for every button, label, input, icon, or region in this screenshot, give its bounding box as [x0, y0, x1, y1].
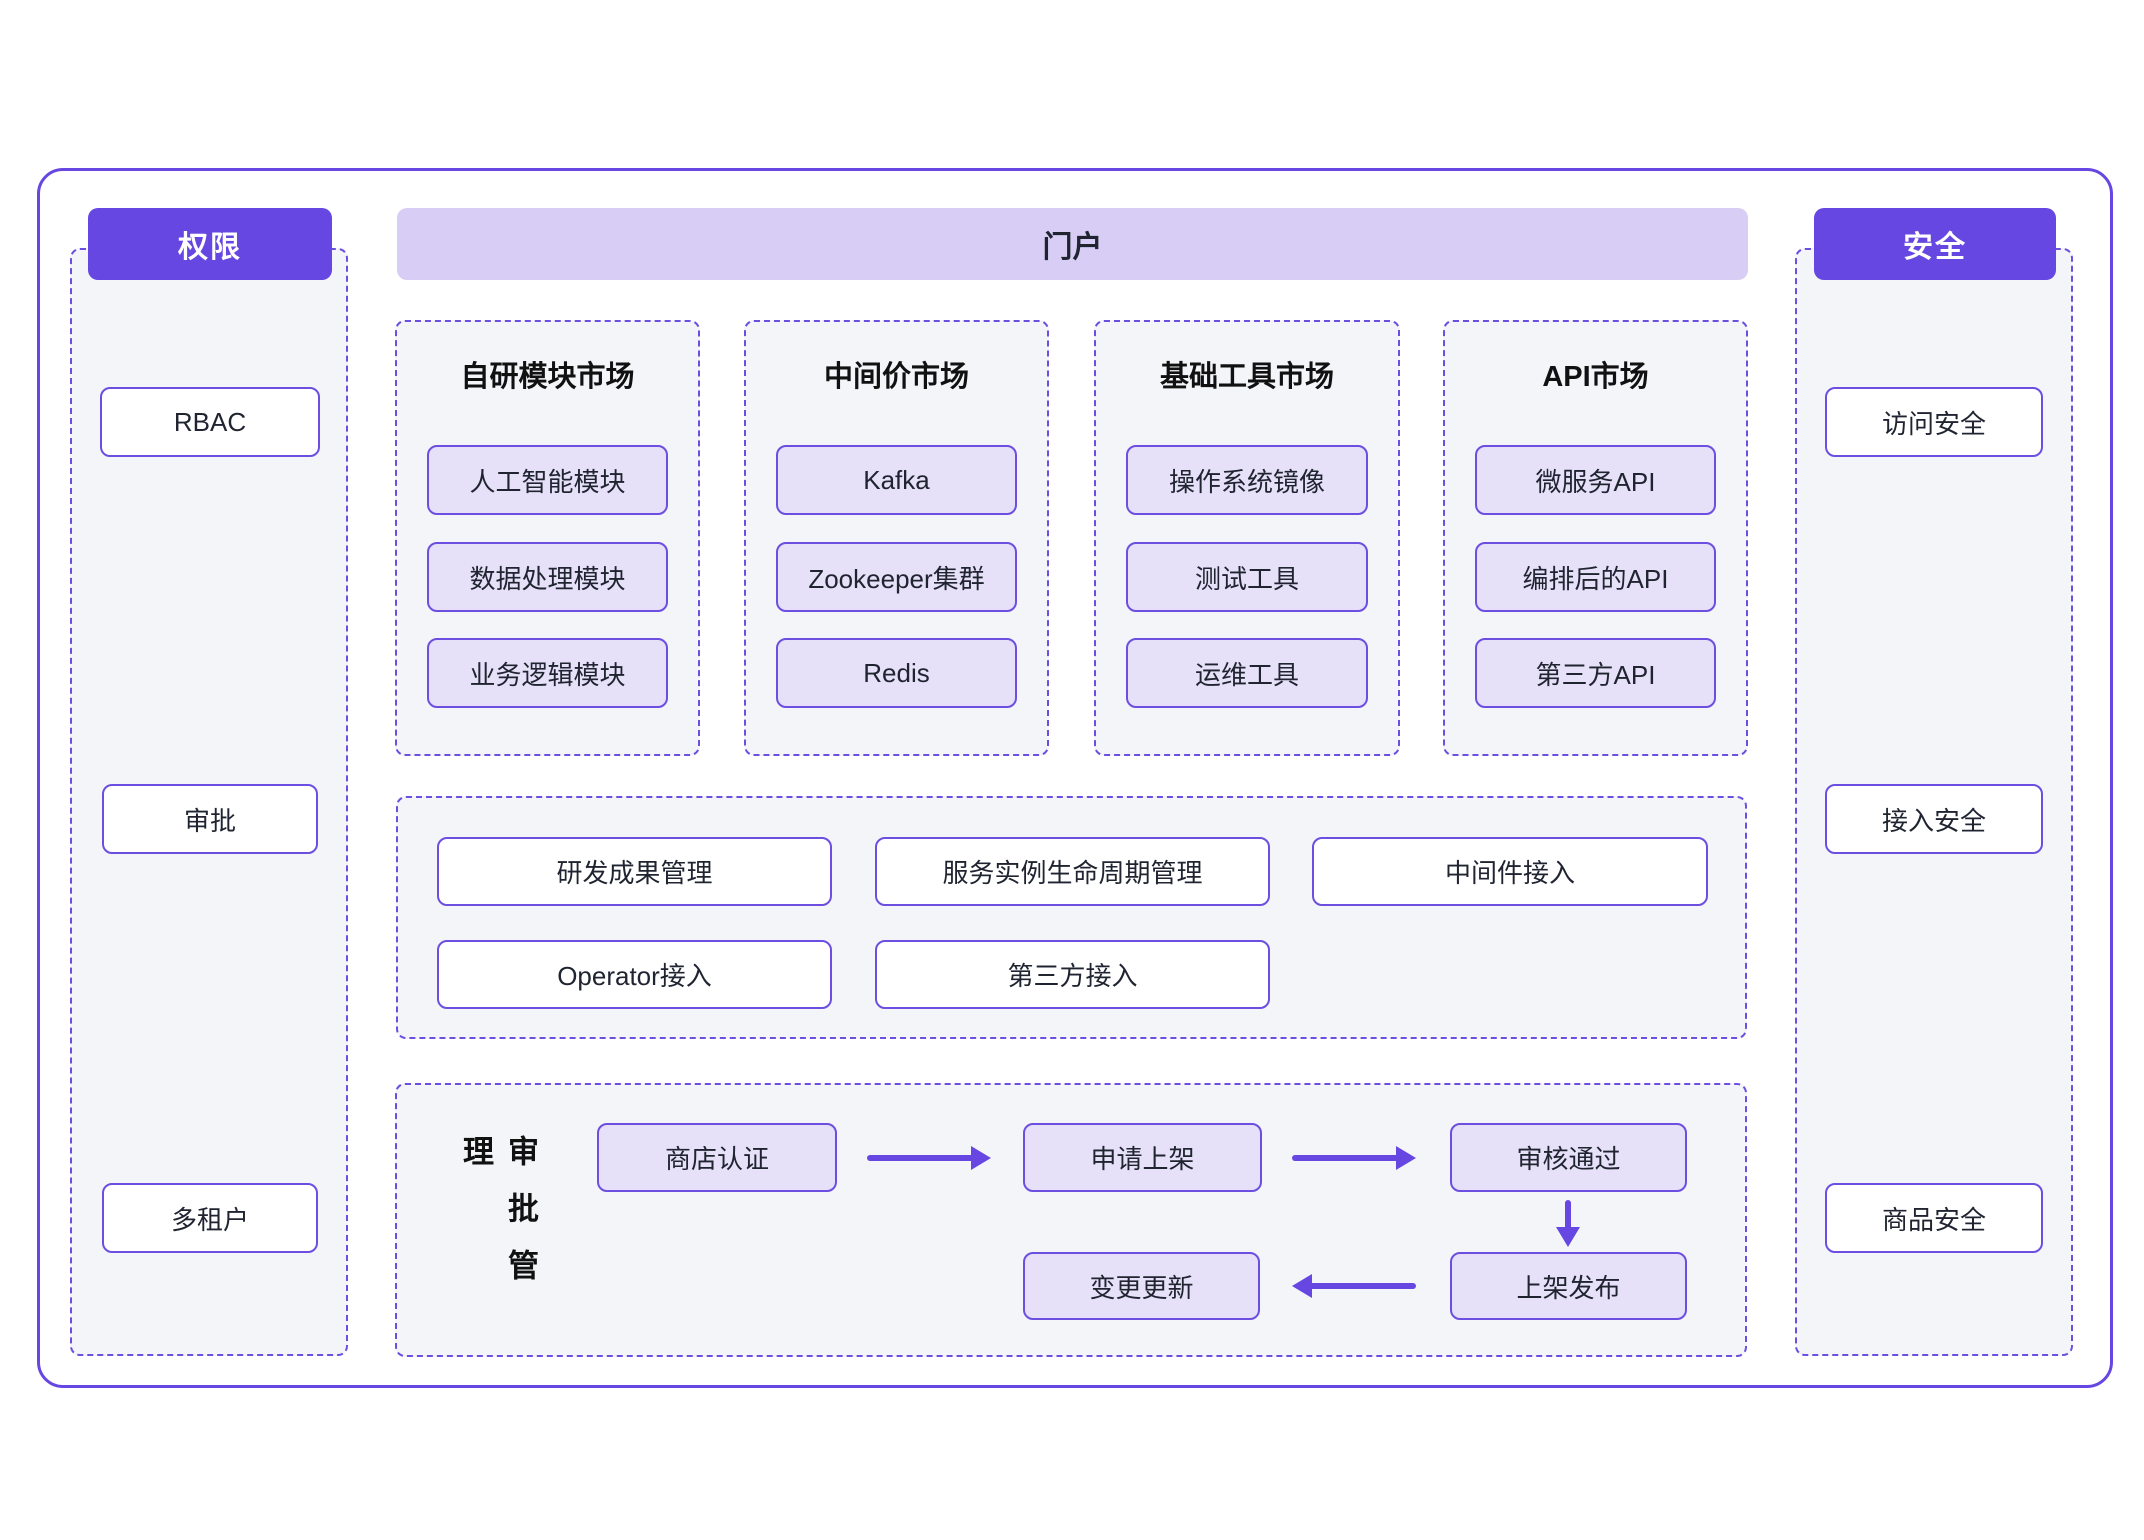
approval-node: 审批 [102, 784, 318, 854]
test-tools-label: 测试工具 [1194, 563, 1299, 594]
market-basic-tools-title: 基础工具市场 [1094, 352, 1400, 396]
data-processing-module-label: 数据处理模块 [469, 563, 626, 594]
market-api-title: API市场 [1443, 352, 1748, 396]
data-processing-module-node: 数据处理模块 [427, 542, 668, 612]
integration-security-label: 接入安全 [1881, 805, 1986, 836]
business-logic-module-label: 业务逻辑模块 [469, 659, 626, 690]
apply-listing-label: 申请上架 [1090, 1144, 1195, 1174]
change-update-label: 变更更新 [1089, 1272, 1194, 1303]
access-security-node: 访问安全 [1825, 387, 2043, 457]
rbac-node: RBAC [100, 387, 320, 457]
multi-tenant-node: 多租户 [102, 1183, 318, 1253]
permissions-header: 权限 [88, 208, 332, 280]
operator-access-node: Operator接入 [437, 940, 832, 1009]
security-header-label: 安全 [1903, 231, 1967, 264]
store-certification-label: 商店认证 [664, 1144, 769, 1174]
arrow-head [1292, 1274, 1312, 1298]
os-image-node: 操作系统镜像 [1126, 445, 1368, 515]
listing-release-node: 上架发布 [1450, 1252, 1687, 1320]
test-tools-node: 测试工具 [1126, 542, 1368, 612]
market-self-dev-title: 自研模块市场 [395, 352, 700, 396]
middleware-access-label: 中间件接入 [1444, 858, 1575, 888]
third-party-access-label: 第三方接入 [1007, 961, 1138, 991]
ai-module-node: 人工智能模块 [427, 445, 668, 515]
market-middleware-title-label: 中间价市场 [823, 361, 969, 393]
third-party-api-node: 第三方API [1475, 638, 1716, 708]
security-header: 安全 [1814, 208, 2056, 280]
market-self-dev-title-label: 自研模块市场 [460, 361, 635, 393]
permissions-header-label: 权限 [178, 231, 242, 264]
third-party-access-node: 第三方接入 [875, 940, 1270, 1009]
orchestrated-api-label: 编排后的API [1522, 563, 1669, 594]
zookeeper-node: Zookeeper集群 [776, 542, 1017, 612]
ai-module-label: 人工智能模块 [469, 466, 626, 497]
arrow-shaft [867, 1155, 975, 1161]
portal-header-label: 门户 [1042, 231, 1103, 264]
business-logic-module-node: 业务逻辑模块 [427, 638, 668, 708]
operator-access-label: Operator接入 [557, 961, 712, 991]
arrow-head [1556, 1227, 1580, 1247]
approval-flow-title-label: 审批管理 [458, 1135, 538, 1306]
listing-release-label: 上架发布 [1516, 1272, 1621, 1303]
arrow-shaft [1565, 1200, 1571, 1233]
third-party-api-label: 第三方API [1535, 659, 1656, 690]
arrow-left-icon [1292, 1273, 1416, 1299]
redis-label: Redis [863, 657, 930, 688]
approval-flow-title: 审批管理 [458, 1135, 538, 1325]
product-security-label: 商品安全 [1881, 1204, 1986, 1235]
arrow-head [971, 1146, 991, 1170]
rd-results-mgmt-label: 研发成果管理 [556, 858, 713, 888]
multi-tenant-label: 多租户 [170, 1204, 249, 1235]
review-passed-label: 审核通过 [1516, 1144, 1621, 1174]
integration-security-node: 接入安全 [1825, 784, 2043, 854]
arrow-shaft [1292, 1155, 1400, 1161]
ops-tools-label: 运维工具 [1194, 659, 1299, 690]
arrow-down-icon [1555, 1200, 1581, 1247]
access-security-label: 访问安全 [1881, 408, 1986, 439]
ops-tools-node: 运维工具 [1126, 638, 1368, 708]
service-lifecycle-mgmt-node: 服务实例生命周期管理 [875, 837, 1270, 906]
kafka-label: Kafka [863, 464, 930, 495]
market-basic-tools-title-label: 基础工具市场 [1159, 361, 1334, 393]
market-api-title-label: API市场 [1542, 361, 1649, 393]
microservice-api-node: 微服务API [1475, 445, 1716, 515]
rbac-label: RBAC [173, 406, 247, 437]
market-middleware-title: 中间价市场 [744, 352, 1049, 396]
kafka-node: Kafka [776, 445, 1017, 515]
service-lifecycle-mgmt-label: 服务实例生命周期管理 [942, 858, 1203, 888]
store-certification-node: 商店认证 [597, 1123, 837, 1192]
change-update-node: 变更更新 [1023, 1252, 1260, 1320]
portal-header: 门户 [397, 208, 1748, 280]
redis-node: Redis [776, 638, 1017, 708]
review-passed-node: 审核通过 [1450, 1123, 1687, 1192]
arrow-shaft [1308, 1283, 1416, 1289]
product-security-node: 商品安全 [1825, 1183, 2043, 1253]
approval-label: 审批 [183, 805, 236, 836]
middleware-access-node: 中间件接入 [1312, 837, 1708, 906]
os-image-label: 操作系统镜像 [1168, 466, 1325, 497]
rd-results-mgmt-node: 研发成果管理 [437, 837, 832, 906]
arrow-right-icon [1292, 1145, 1416, 1171]
zookeeper-label: Zookeeper集群 [808, 563, 985, 594]
orchestrated-api-node: 编排后的API [1475, 542, 1716, 612]
arrow-right-icon [867, 1145, 991, 1171]
apply-listing-node: 申请上架 [1023, 1123, 1262, 1192]
arrow-head [1396, 1146, 1416, 1170]
microservice-api-label: 微服务API [1535, 466, 1656, 497]
